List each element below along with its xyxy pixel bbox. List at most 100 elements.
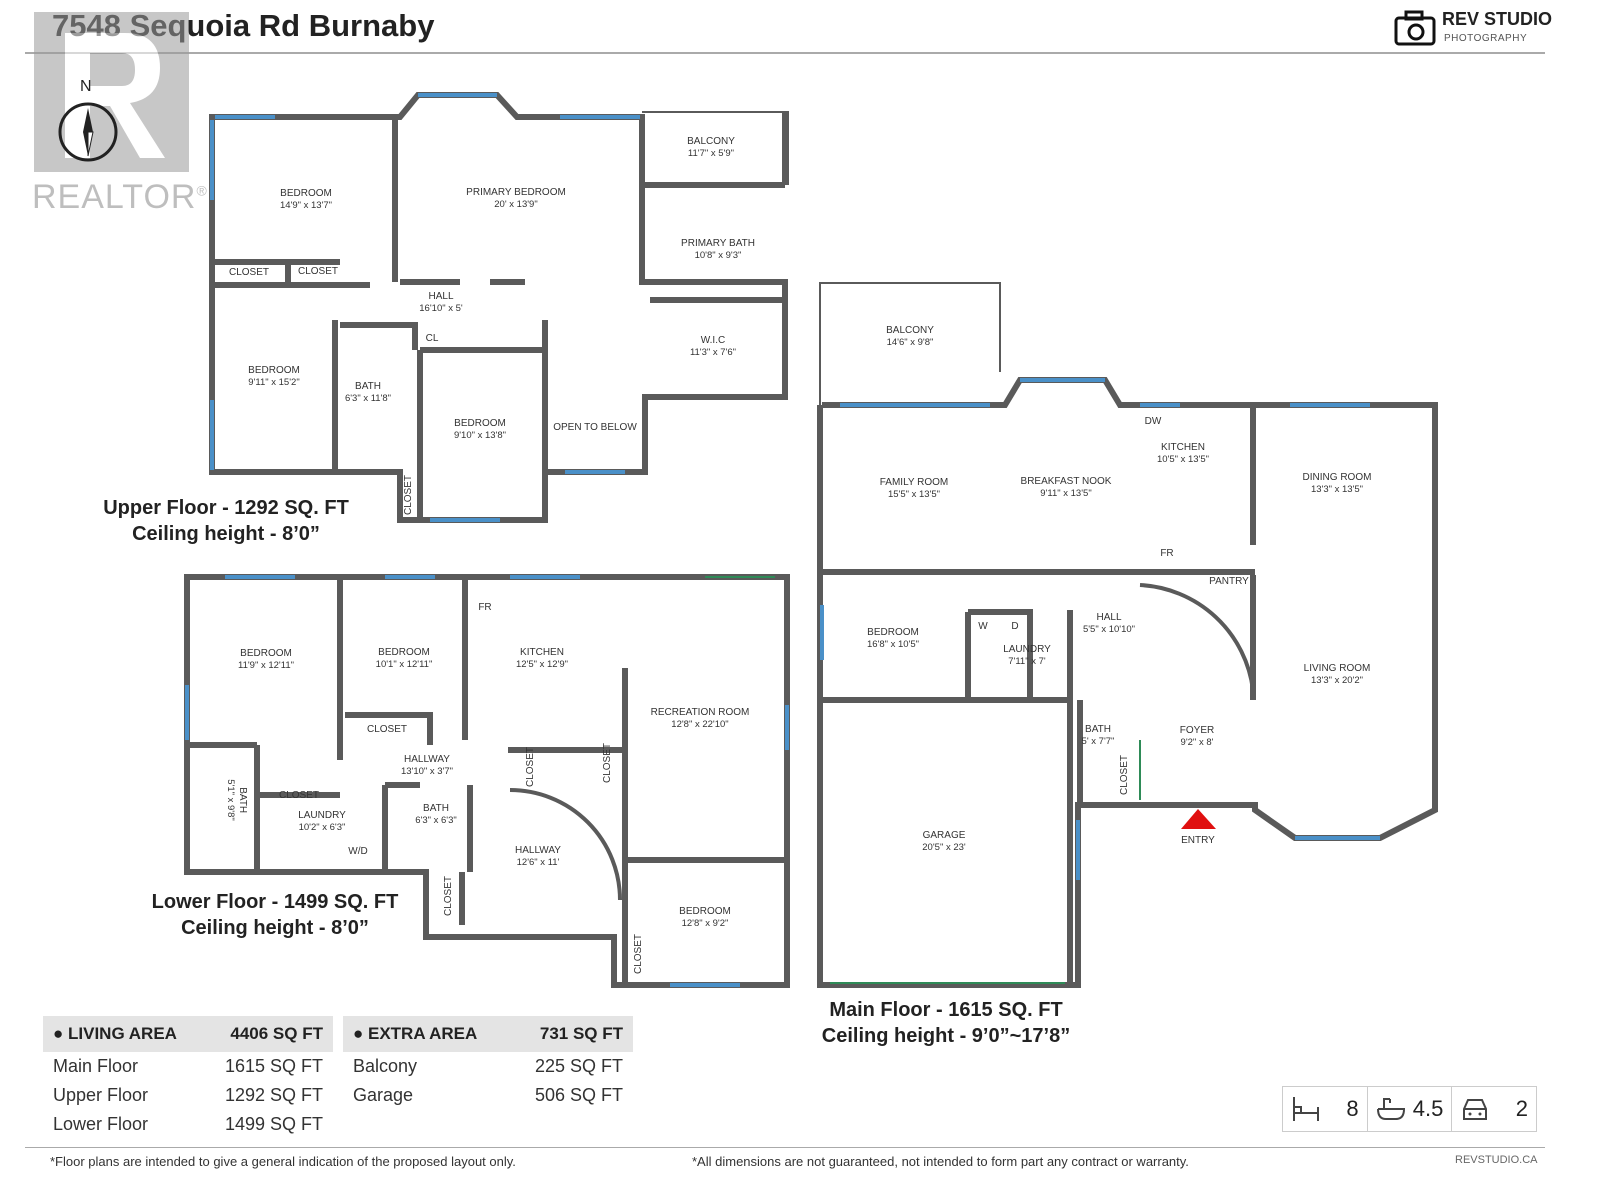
lower-floor-walls xyxy=(187,577,787,985)
room-dimensions: 9'2" x 8' xyxy=(1180,737,1214,748)
room-name: PRIMARY BATH xyxy=(681,238,755,249)
room-dimensions: 9'11" x 15'2" xyxy=(248,377,300,388)
room-name: BEDROOM xyxy=(240,648,292,659)
upper-room-label: OPEN TO BELOW xyxy=(553,422,637,434)
room-dimensions: 12'8" x 9'2" xyxy=(681,918,729,929)
room-dimensions: 5' x 7'7" xyxy=(1081,736,1115,747)
room-name: OPEN TO BELOW xyxy=(553,422,637,433)
room-name: LAUNDRY xyxy=(1003,644,1051,655)
lower-stair xyxy=(509,788,622,901)
entry-arrow-icon xyxy=(1181,809,1216,829)
compass-icon xyxy=(58,102,118,162)
main-room-label: PANTRY xyxy=(1209,576,1249,588)
lower-room-label: FR xyxy=(478,602,491,614)
room-name: ENTRY xyxy=(1181,835,1215,846)
room-name: BEDROOM xyxy=(454,418,506,429)
main-room-label: FR xyxy=(1160,548,1173,560)
room-name: PRIMARY BEDROOM xyxy=(466,187,566,198)
room-dimensions: 5'5" x 10'10" xyxy=(1082,624,1136,635)
room-name: HALL xyxy=(1096,612,1122,623)
lower-floor-ceiling: Ceiling height - 8’0” xyxy=(181,917,369,939)
bathtub-icon xyxy=(1376,1098,1405,1120)
lower-floor-area: Lower Floor - 1499 SQ. FT xyxy=(151,891,399,913)
room-name: BEDROOM xyxy=(867,627,919,638)
bed-icon xyxy=(1293,1097,1319,1121)
room-dimensions: 14'9" x 13'7" xyxy=(279,200,333,211)
lower-room-label: CLOSET xyxy=(602,743,614,783)
room-dimensions: 11'7" x 5'9" xyxy=(687,148,735,159)
room-name: CLOSET xyxy=(366,724,408,735)
room-name: BATH xyxy=(1085,724,1111,735)
rev-studio-logo: REV STUDIO PHOTOGRAPHY xyxy=(1394,8,1552,48)
footer-divider xyxy=(25,1147,1545,1148)
room-name: BEDROOM xyxy=(248,365,300,376)
room-dimensions: 16'8" x 10'5" xyxy=(866,639,920,650)
room-name: D xyxy=(1011,621,1019,632)
room-dimensions: 10'8" x 9'3" xyxy=(694,250,742,261)
upper-floor-area: Upper Floor - 1292 SQ. FT xyxy=(103,497,349,519)
room-name: CLOSET xyxy=(525,746,536,788)
room-name: GARAGE xyxy=(922,830,966,841)
room-name: BALCONY xyxy=(886,325,934,336)
main-floor-caption: Main Floor - 1615 SQ. FT Ceiling height … xyxy=(786,997,1106,1049)
compass-north-label: N xyxy=(80,78,92,95)
room-dimensions: 9'10" x 13'8" xyxy=(453,430,507,441)
parking-stat: 2 xyxy=(1452,1087,1536,1131)
property-stats: 8 4.5 2 xyxy=(1282,1086,1537,1132)
room-name: BATH xyxy=(355,381,381,392)
bedrooms-stat: 8 xyxy=(1283,1087,1368,1131)
car-icon xyxy=(1463,1099,1488,1120)
room-name: CLOSET xyxy=(278,790,320,801)
main-room-label: W xyxy=(978,621,987,633)
header-divider xyxy=(25,52,1545,54)
room-dimensions: 12'6" x 11' xyxy=(516,857,560,868)
main-floor-ceiling: Ceiling height - 9’0”~17’8” xyxy=(821,1025,1071,1047)
room-dimensions: 13'3" x 13'5" xyxy=(1310,484,1364,495)
lower-room-label: W/D xyxy=(348,846,367,858)
lower-room-label: CLOSET xyxy=(443,876,455,916)
room-name: HALL xyxy=(428,291,454,302)
room-name: W xyxy=(978,621,988,632)
room-name: DW xyxy=(1144,416,1162,427)
main-room-label: D xyxy=(1011,621,1018,633)
room-name: CLOSET xyxy=(403,474,414,516)
footer-note-left: *Floor plans are intended to give a gene… xyxy=(50,1154,516,1169)
room-name: FOYER xyxy=(1179,725,1215,736)
room-name: PANTRY xyxy=(1209,576,1249,587)
compass: N xyxy=(56,78,120,168)
room-name: FR xyxy=(478,602,492,613)
room-name: CLOSET xyxy=(228,267,270,278)
camera-icon xyxy=(1394,10,1436,46)
lower-room-label: CLOSET xyxy=(525,747,537,787)
extra-area-label: ● EXTRA AREA xyxy=(353,1024,478,1043)
room-name: LAUNDRY xyxy=(298,810,346,821)
room-name: BEDROOM xyxy=(378,647,430,658)
room-name: CLOSET xyxy=(443,875,454,917)
main-floor-walls xyxy=(822,405,1256,985)
footer-site: REVSTUDIO.CA xyxy=(1455,1154,1538,1166)
room-name: BATH xyxy=(237,787,248,813)
main-floor-area: Main Floor - 1615 SQ. FT xyxy=(829,999,1063,1021)
room-name: RECREATION ROOM xyxy=(650,707,750,718)
